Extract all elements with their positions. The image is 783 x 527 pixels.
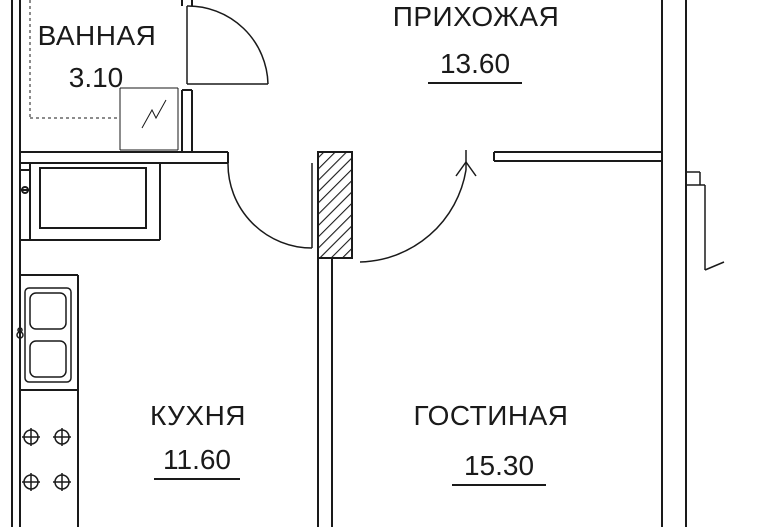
living-door — [359, 150, 477, 263]
hatched-column — [317, 151, 353, 259]
partition-wall-upper — [20, 151, 229, 164]
hallway-name: ПРИХОЖАЯ — [392, 1, 560, 32]
vent-box — [20, 163, 161, 241]
shaft-outline — [119, 87, 179, 151]
outer-wall-left — [11, 0, 21, 527]
kitchen-name: КУХНЯ — [149, 400, 247, 431]
bathtub-outline — [29, 0, 120, 119]
living-name: ГОСТИНАЯ — [413, 400, 569, 431]
hallway-area: 13.60 — [428, 50, 522, 84]
living-area: 15.30 — [452, 452, 546, 486]
balcony-window — [686, 171, 725, 271]
bathroom-walls — [181, 0, 193, 152]
sink — [16, 287, 72, 383]
bathroom-name: ВАННАЯ — [37, 20, 157, 51]
outer-wall-right — [661, 0, 687, 527]
kitchen-door — [227, 162, 313, 249]
bathroom-area: 3.10 — [68, 62, 124, 93]
bathroom-door — [186, 5, 269, 85]
kitchen-counter — [20, 169, 79, 527]
partition-wall-right — [493, 151, 662, 162]
kitchen-area: 11.60 — [154, 446, 240, 480]
stove — [22, 428, 71, 491]
kitchen-living-wall — [317, 258, 333, 527]
